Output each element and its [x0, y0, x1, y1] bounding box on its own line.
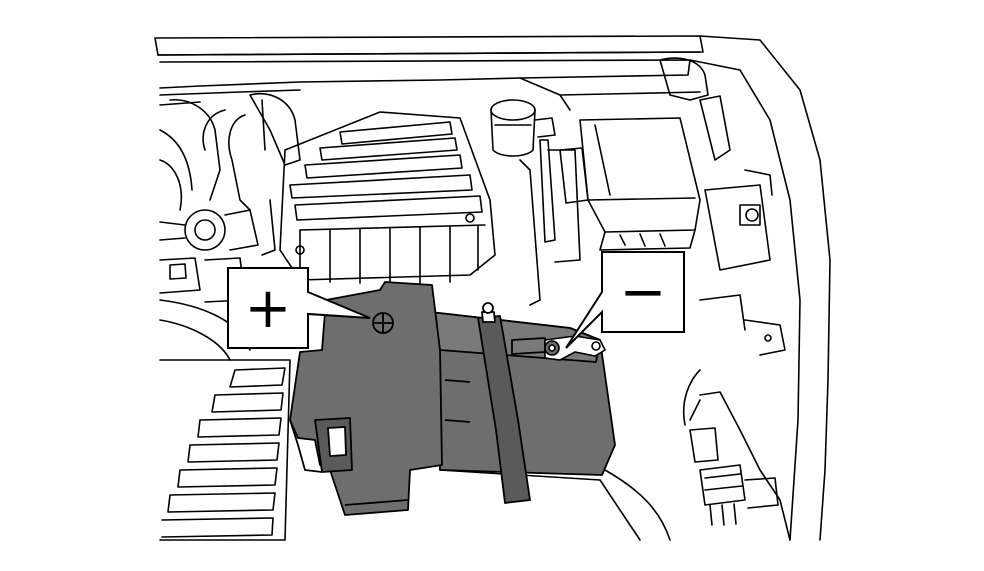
- positive-label: +: [245, 276, 292, 341]
- wiring-connector: [682, 369, 779, 526]
- battery: [429, 302, 616, 504]
- battery-hold-down: [477, 315, 531, 504]
- negative-label: −: [620, 260, 667, 325]
- air-cleaner-box: [279, 111, 496, 285]
- circled-plus-icon: [372, 312, 394, 334]
- right-fender: [659, 35, 831, 541]
- positive-terminal-cover: [289, 281, 443, 516]
- terminal-clamp-icon: [544, 335, 607, 361]
- hood-outline: [154, 35, 704, 111]
- intake-hoses: [159, 93, 301, 361]
- brake-fluid-reservoir: [490, 99, 581, 306]
- fuse-box: [559, 117, 701, 251]
- lower-cover: [439, 469, 671, 541]
- negative-callout: −: [565, 251, 685, 349]
- radiator-grille: [159, 359, 291, 541]
- positive-callout: +: [227, 267, 371, 349]
